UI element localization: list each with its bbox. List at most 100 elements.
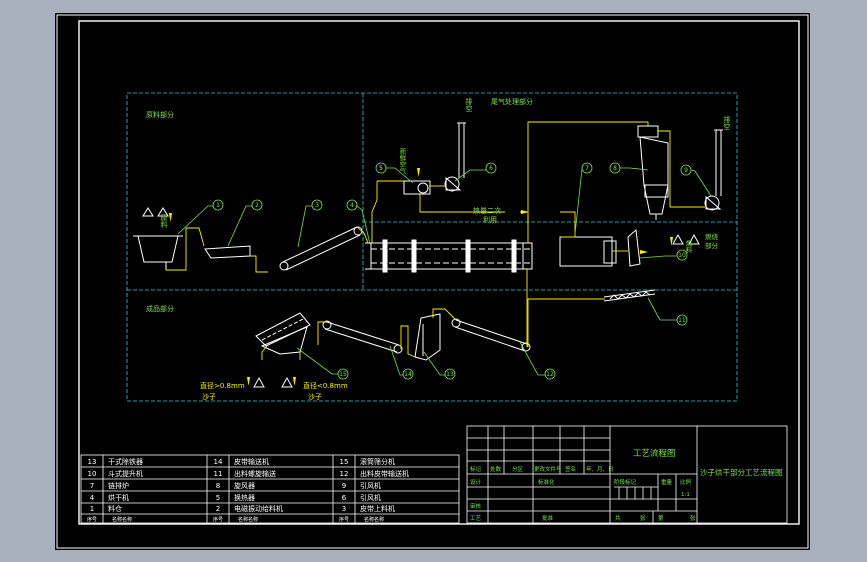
label-burner-2: 燃烧 bbox=[705, 232, 719, 241]
svg-text:1:1: 1:1 bbox=[681, 492, 690, 498]
svg-text:审核: 审核 bbox=[470, 502, 482, 510]
parts-list-grid bbox=[80, 454, 460, 524]
balloon-13: 13 bbox=[446, 371, 454, 378]
title-block: 工艺流程图 沙子烘干部分工艺流程图 标记 处数 分区 更改文件号 签名 年、月、… bbox=[470, 448, 783, 522]
balloon-5: 5 bbox=[379, 165, 383, 172]
belt-conveyor-12 bbox=[455, 319, 528, 345]
svg-text:9: 9 bbox=[342, 482, 346, 490]
outer-frame bbox=[56, 14, 809, 549]
svg-text:电磁振动给料机: 电磁振动给料机 bbox=[234, 504, 283, 513]
zone-title-raw: 原料部分 bbox=[146, 110, 174, 119]
belt-conveyor-14 bbox=[326, 321, 400, 346]
svg-text:张: 张 bbox=[640, 514, 646, 522]
zone-title-exhaust: 尾气处理部分 bbox=[491, 97, 533, 106]
process-title: 工艺流程图 bbox=[633, 448, 676, 459]
leader-lines bbox=[177, 167, 712, 376]
svg-text:11: 11 bbox=[214, 470, 223, 478]
svg-text:名称名称: 名称名称 bbox=[112, 516, 132, 523]
svg-text:名称名称: 名称名称 bbox=[238, 516, 258, 523]
svg-text:料仓: 料仓 bbox=[108, 504, 122, 513]
heat-exchanger-5 bbox=[403, 180, 431, 195]
balloon-4: 4 bbox=[350, 202, 354, 209]
svg-text:引风机: 引风机 bbox=[360, 493, 381, 502]
balloon-14: 14 bbox=[404, 371, 412, 378]
triangle-symbols bbox=[142, 207, 700, 388]
balloon-9: 9 bbox=[684, 167, 688, 174]
svg-text:重量: 重量 bbox=[661, 478, 673, 486]
label-size-left-a: 直径>0.8mm bbox=[200, 381, 245, 390]
label-size-left-b: 沙子 bbox=[202, 393, 216, 401]
svg-text:15: 15 bbox=[340, 458, 349, 466]
svg-text:工艺: 工艺 bbox=[470, 515, 482, 522]
svg-text:7: 7 bbox=[90, 482, 94, 490]
svg-text:14: 14 bbox=[214, 458, 223, 466]
svg-text:8: 8 bbox=[216, 482, 220, 490]
svg-text:旋风器: 旋风器 bbox=[234, 481, 255, 490]
svg-text:6: 6 bbox=[342, 494, 347, 502]
svg-text:引风机: 引风机 bbox=[360, 481, 381, 490]
svg-text:5: 5 bbox=[216, 494, 220, 502]
svg-text:名称名称: 名称名称 bbox=[364, 516, 384, 523]
svg-text:标记: 标记 bbox=[470, 465, 482, 473]
svg-text:标准化: 标准化 bbox=[538, 478, 555, 486]
title-block-grid bbox=[466, 425, 788, 524]
zone-title-product: 成品部分 bbox=[146, 304, 174, 313]
svg-text:皮带上料机: 皮带上料机 bbox=[360, 504, 395, 513]
inner-frame bbox=[78, 20, 800, 525]
parts-list: 13 干式除铁器 14 皮带输送机 15 滚筒筛分机 10 斗式提升机 11 出… bbox=[87, 457, 409, 523]
svg-text:1: 1 bbox=[90, 505, 94, 513]
balloon-11: 11 bbox=[678, 317, 686, 324]
triangle-icon bbox=[672, 233, 684, 245]
belt-conveyor-3 bbox=[282, 226, 358, 263]
svg-text:序号: 序号 bbox=[339, 516, 349, 523]
svg-text:阶段标记: 阶段标记 bbox=[614, 478, 637, 486]
svg-text:批准: 批准 bbox=[542, 514, 554, 522]
item-balloons bbox=[212, 162, 692, 380]
label-fresh-air: 新鲜空气 bbox=[398, 147, 406, 175]
balloon-1: 1 bbox=[216, 202, 220, 209]
balloon-3: 3 bbox=[315, 202, 319, 209]
svg-text:更改文件号: 更改文件号 bbox=[534, 465, 562, 473]
parts-row: 4 烘干机 5 换热器 6 引风机 bbox=[90, 493, 381, 502]
svg-text:干式除铁器: 干式除铁器 bbox=[108, 457, 143, 466]
label-burner-3: 部分 bbox=[705, 241, 719, 250]
svg-text:2: 2 bbox=[216, 505, 220, 513]
drawing-title: 沙子烘干部分工艺流程图 bbox=[700, 467, 783, 477]
parts-header: 序号 名称名称 序号 名称名称 序号 名称名称 bbox=[87, 516, 384, 523]
label-to-air-right: 排空 bbox=[723, 115, 731, 130]
balloon-8: 8 bbox=[613, 165, 617, 172]
svg-text:第: 第 bbox=[658, 514, 664, 522]
parts-row: 10 斗式提升机 11 出料螺旋输送 12 出料皮带输送机 bbox=[88, 469, 409, 478]
triangle-icon bbox=[281, 376, 293, 388]
chain-grate-furnace-7 bbox=[559, 236, 613, 267]
svg-text:10: 10 bbox=[88, 470, 97, 478]
balloon-numbers: 1 2 3 4 5 6 7 8 9 10 11 12 13 14 15 bbox=[216, 165, 688, 378]
triangle-icon bbox=[688, 233, 700, 245]
parts-row: 13 干式除铁器 14 皮带输送机 15 滚筒筛分机 bbox=[88, 457, 395, 466]
svg-text:年、月、日: 年、月、日 bbox=[586, 465, 614, 473]
svg-text:分区: 分区 bbox=[512, 465, 524, 473]
parts-row: 1 料仓 2 电磁振动给料机 3 皮带上料机 bbox=[90, 504, 395, 513]
svg-text:链排炉: 链排炉 bbox=[108, 481, 129, 490]
triangle-icon bbox=[157, 207, 169, 217]
svg-text:处数: 处数 bbox=[490, 465, 502, 473]
svg-text:序号: 序号 bbox=[213, 516, 223, 523]
zone-boundaries bbox=[126, 92, 738, 402]
svg-text:共: 共 bbox=[615, 514, 621, 522]
material-flow-lines bbox=[166, 121, 705, 360]
balloon-7: 7 bbox=[585, 165, 589, 172]
label-heat-recycle-2: 利用 bbox=[483, 215, 497, 224]
label-size-right-a: 直径<0.8mm bbox=[303, 381, 348, 390]
balloon-2: 2 bbox=[255, 202, 259, 209]
magnetic-separator-13 bbox=[414, 313, 441, 361]
svg-text:出料皮带输送机: 出料皮带输送机 bbox=[360, 469, 409, 478]
label-size-right-b: 沙子 bbox=[308, 393, 322, 401]
equipment bbox=[133, 122, 723, 361]
svg-text:皮带输送机: 皮带输送机 bbox=[234, 457, 269, 466]
label-burner-1: 燃料 bbox=[684, 239, 692, 255]
svg-text:序号: 序号 bbox=[87, 516, 97, 523]
svg-text:12: 12 bbox=[340, 470, 349, 478]
svg-text:4: 4 bbox=[90, 494, 95, 502]
label-to-air-left: 排空 bbox=[465, 97, 473, 112]
